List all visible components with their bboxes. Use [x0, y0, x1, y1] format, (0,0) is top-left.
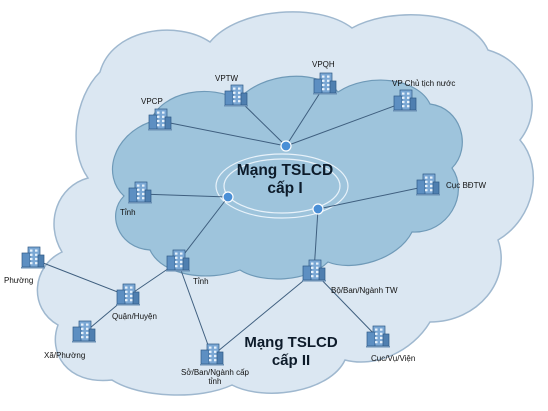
- link-h2-tinh1: [139, 193, 229, 198]
- building-icon: [148, 108, 172, 131]
- building-icon: [200, 343, 224, 366]
- label-cuc-vu-vien: Cục/Vụ/Viện: [371, 354, 416, 363]
- label-vp-chu-tich-nuoc: VP Chủ tịch nước: [392, 79, 456, 88]
- level1-network-title: Mạng TSLCD cấp I: [237, 162, 333, 199]
- label-phuong: Phường: [4, 276, 34, 285]
- core-ring-inner: [223, 158, 341, 214]
- link-h2-tinh2: [177, 196, 229, 263]
- link-bbn-soban: [211, 271, 315, 357]
- hub-node: [222, 191, 234, 203]
- building-icon: [72, 320, 96, 343]
- building-icon: [393, 89, 417, 112]
- label-so-ban-nganh-cap-tinh: Sở/Ban/Ngành cấp tỉnh: [181, 368, 249, 386]
- core-ring-outer: [215, 153, 349, 219]
- level1-title-line2: cấp I: [267, 180, 303, 198]
- link-h1-vpqh: [285, 84, 326, 147]
- building-icon: [416, 173, 440, 196]
- label-so-ban-line2: tỉnh: [208, 377, 222, 387]
- buildings-layer: [21, 72, 440, 366]
- link-h1-vpctn: [285, 101, 406, 147]
- link-h3-cucbd: [317, 185, 429, 210]
- link-tinh2-soban: [177, 261, 213, 357]
- hub-node: [312, 203, 324, 215]
- building-icon: [366, 325, 390, 348]
- level2-title-line1: Mạng TSLCD: [244, 334, 338, 351]
- hubs-layer: [222, 140, 324, 215]
- inner-cloud: [111, 75, 463, 280]
- label-cuc-bdtw: Cục BĐTW: [446, 181, 486, 190]
- label-vpqh: VPQH: [312, 60, 335, 69]
- level2-network-title: Mạng TSLCD cấp II: [244, 334, 337, 369]
- link-bbn-cucvu: [313, 271, 379, 339]
- building-icon: [224, 84, 248, 107]
- label-bo-ban-nganh-tw: Bộ/Ban/Ngành TW: [331, 286, 398, 295]
- label-vptw: VPTW: [215, 74, 239, 83]
- building-icon: [21, 246, 45, 269]
- hub-node: [280, 140, 292, 152]
- label-so-ban-line1: Sở/Ban/Ngành cấp: [181, 368, 249, 377]
- building-icon: [302, 259, 326, 282]
- link-phuong-quanhuyen: [32, 258, 129, 297]
- building-icon: [313, 72, 337, 95]
- label-quan-huyen: Quận/Huyện: [112, 312, 157, 321]
- label-xa-phuong: Xã/Phường: [44, 351, 86, 360]
- building-icon: [116, 283, 140, 306]
- level2-title-line2: cấp II: [271, 351, 311, 369]
- link-h1-vpcp: [159, 120, 287, 147]
- label-tinh-2: Tỉnh: [193, 277, 209, 286]
- building-icon: [166, 249, 190, 272]
- building-icon: [128, 181, 152, 204]
- label-vpcp: VPCP: [141, 97, 163, 106]
- label-tinh-1: Tỉnh: [120, 208, 136, 217]
- links-layer: [32, 84, 429, 357]
- level1-title-line1: Mạng TSLCD: [236, 162, 334, 179]
